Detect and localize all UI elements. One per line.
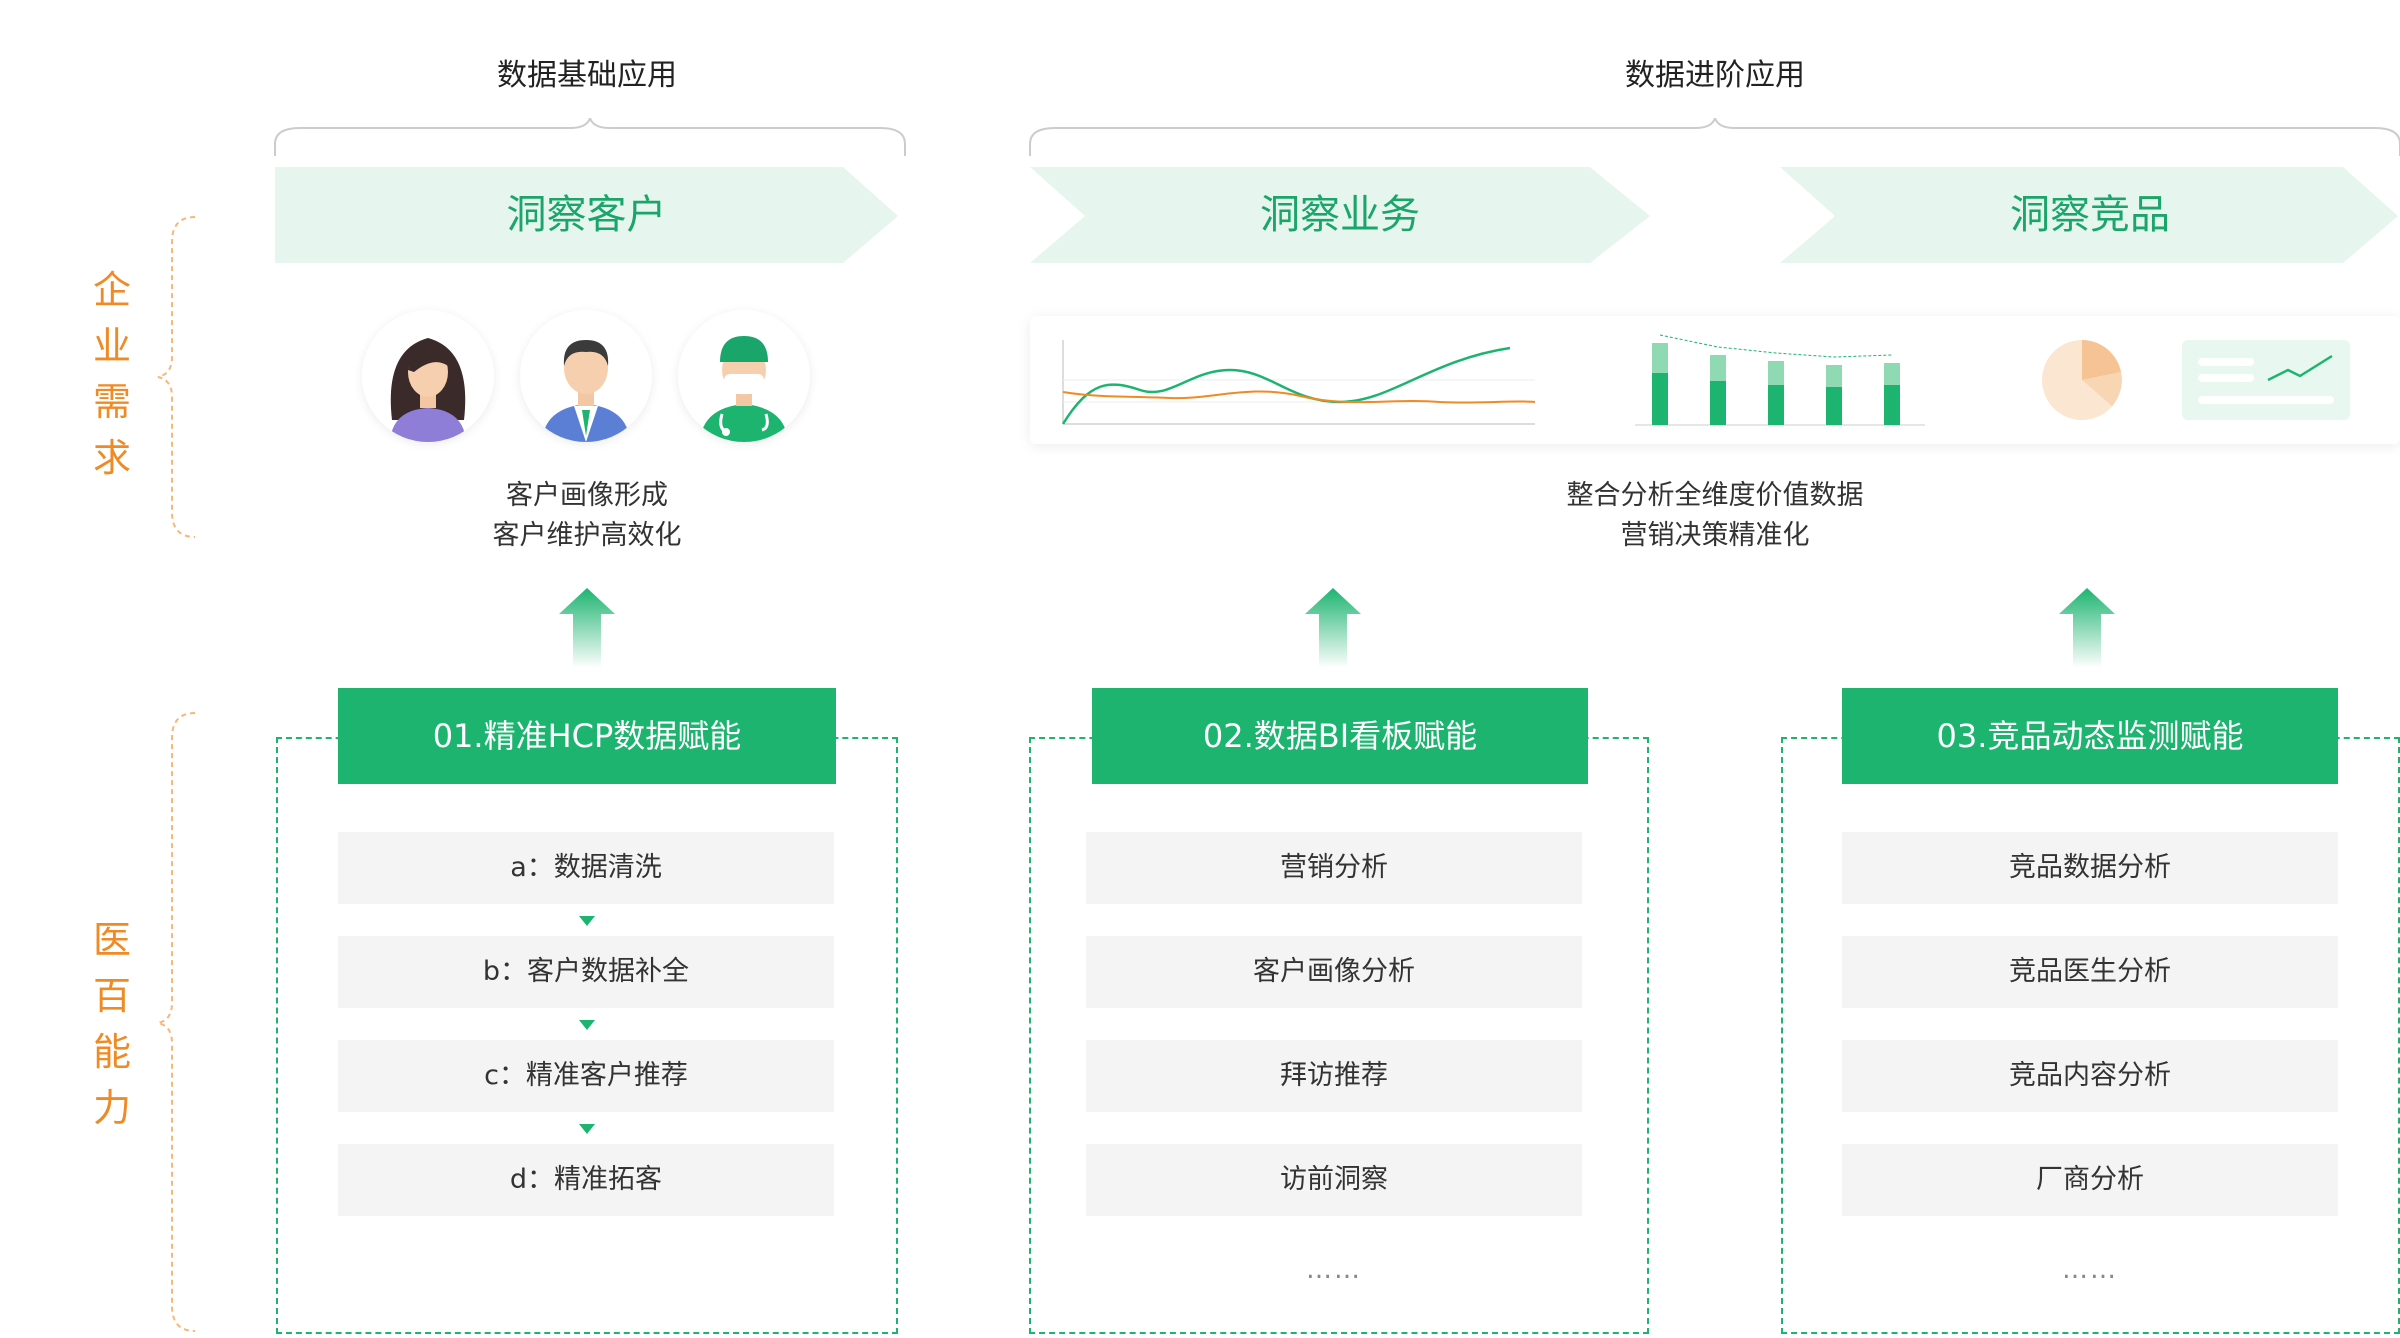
advanced-description: 整合分析全维度价值数据 营销决策精准化 (1566, 480, 1864, 551)
bi-item-marketing-analysis: 营销分析 (1086, 832, 1582, 904)
chevron-down-icon (579, 1020, 595, 1030)
female-avatar-icon (362, 310, 494, 442)
capability-brace-icon (157, 712, 196, 1332)
capability-header-competitor: 03.竞品动态监测赋能 (1842, 688, 2338, 784)
hcp-item-prospecting: d：精准拓客 (338, 1144, 834, 1216)
advanced-application-title: 数据进阶应用 (1625, 58, 1805, 93)
pie-chart-icon (2042, 340, 2122, 420)
header-chevrons (275, 167, 2398, 263)
basic-brace-icon (274, 118, 906, 156)
up-arrow-icon (1305, 588, 1361, 668)
enterprise-demand-label: 企业需求 (92, 268, 131, 480)
yibai-capability-label: 医百能力 (92, 918, 131, 1130)
hcp-item-customer-recommend: c：精准客户推荐 (338, 1040, 834, 1112)
bi-item-visit-recommend: 拜访推荐 (1086, 1040, 1582, 1112)
capability-header-hcp: 01.精准HCP数据赋能 (338, 688, 836, 784)
up-arrow-icon (2059, 588, 2115, 668)
hcp-item-data-cleaning: a：数据清洗 (338, 832, 834, 904)
trend-card-icon (2182, 340, 2350, 420)
capability-box-bi (1029, 737, 1649, 1334)
basic-application-title: 数据基础应用 (497, 58, 677, 93)
up-arrow-icon (559, 588, 615, 668)
chevron-down-icon (579, 1124, 595, 1134)
competitor-item-doctor-analysis: 竞品医生分析 (1842, 936, 2338, 1008)
doctor-avatar-icon (678, 310, 810, 442)
customer-description: 客户画像形成 客户维护高效化 (492, 480, 682, 551)
line-chart-icon (1061, 340, 1536, 425)
bi-item-profile-analysis: 客户画像分析 (1086, 936, 1582, 1008)
bi-more-ellipsis: …… (1306, 1255, 1362, 1285)
bi-item-previsit-insight: 访前洞察 (1086, 1144, 1582, 1216)
insight-customer-header: 洞察客户 (506, 192, 667, 238)
insight-business-header: 洞察业务 (1260, 192, 1420, 238)
chevron-down-icon (579, 916, 595, 926)
bar-chart-icon (1635, 334, 1925, 426)
demand-brace-icon (157, 216, 196, 538)
male-avatar-icon (520, 310, 652, 442)
competitor-item-data-analysis: 竞品数据分析 (1842, 832, 2338, 904)
competitor-item-content-analysis: 竞品内容分析 (1842, 1040, 2338, 1112)
capability-header-bi: 02.数据BI看板赋能 (1092, 688, 1588, 784)
competitor-more-ellipsis: …… (2062, 1255, 2118, 1285)
capability-box-competitor (1781, 737, 2400, 1334)
insight-competitor-header: 洞察竞品 (2010, 192, 2170, 238)
hcp-item-data-completion: b：客户数据补全 (338, 936, 834, 1008)
competitor-item-vendor-analysis: 厂商分析 (1842, 1144, 2338, 1216)
capability-box-hcp (276, 737, 898, 1334)
advanced-brace-icon (1029, 118, 2400, 156)
